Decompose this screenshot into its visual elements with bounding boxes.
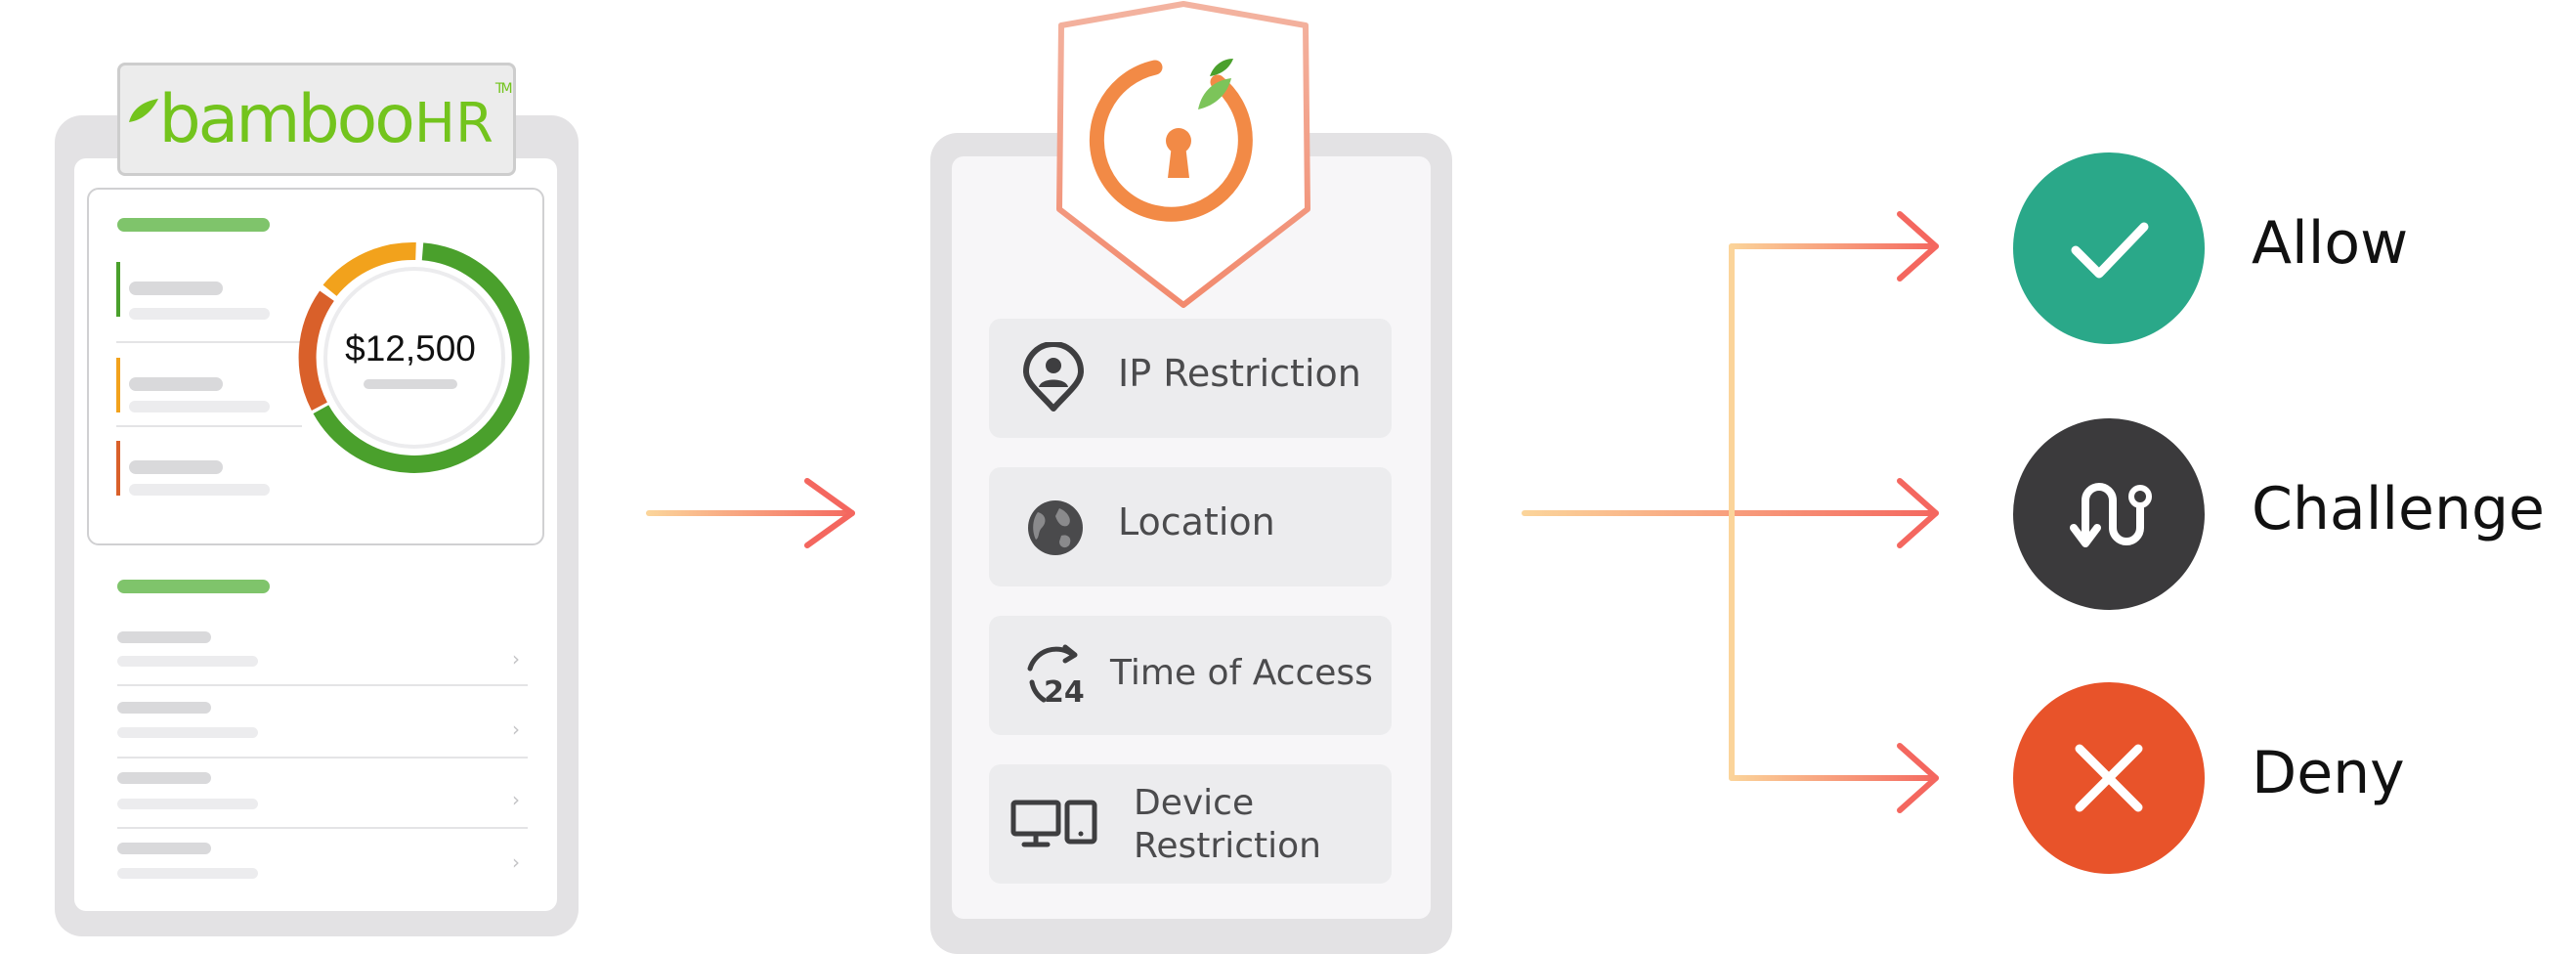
legend-value-placeholder — [129, 484, 270, 496]
amount-caption-placeholder — [364, 379, 457, 389]
list-heading-placeholder — [117, 580, 270, 593]
rule-label: IP Restriction — [1118, 352, 1361, 395]
rule-time-of-access[interactable] — [989, 616, 1392, 735]
chevron-right-icon[interactable]: › — [512, 717, 520, 741]
outcome-label: Challenge — [2252, 475, 2545, 543]
outcome-label: Deny — [2252, 739, 2405, 807]
24-hour-icon: 24 — [1027, 644, 1085, 708]
divider — [117, 827, 528, 829]
list-item-subtitle-placeholder — [117, 868, 258, 879]
keyhole-lock-icon — [1089, 59, 1253, 222]
list-item-title-placeholder — [117, 631, 211, 643]
legend-bar-green — [116, 262, 120, 317]
panel-heading-placeholder — [117, 218, 270, 232]
legend-bar-orange — [116, 358, 120, 412]
compensation-donut-chart — [298, 241, 530, 473]
outcome-label: Allow — [2252, 209, 2409, 278]
list-item-subtitle-placeholder — [117, 799, 258, 809]
location-pin-user-icon — [1023, 342, 1084, 412]
list-item-subtitle-placeholder — [117, 656, 258, 667]
rule-ip-restriction[interactable] — [989, 319, 1392, 438]
divider — [117, 684, 528, 686]
chevron-right-icon[interactable]: › — [512, 647, 520, 671]
shield-badge — [1056, 1, 1310, 308]
donut-segment-orange — [322, 241, 416, 297]
legend-value-placeholder — [129, 401, 270, 412]
divider — [116, 341, 302, 343]
rule-label-line: Restriction — [1134, 826, 1321, 866]
list-item-title-placeholder — [117, 772, 211, 784]
monitor-tablet-icon — [1010, 800, 1097, 847]
divider — [117, 757, 528, 759]
donut-segment-green — [313, 242, 530, 473]
rule-label-line: Device — [1134, 783, 1255, 823]
donut-segment-red — [298, 290, 334, 411]
leaf-icon — [129, 99, 159, 122]
divider — [116, 425, 302, 427]
rule-label: Location — [1118, 500, 1275, 543]
compensation-amount: $12,500 — [345, 328, 476, 369]
rule-label: Time of Access — [1110, 653, 1373, 693]
bamboohr-logo-text: bambooHRTM — [158, 80, 512, 158]
arrow-to-policy — [646, 478, 855, 548]
chevron-right-icon[interactable]: › — [512, 788, 520, 811]
chevron-right-icon[interactable]: › — [512, 850, 520, 874]
outcome-challenge-badge — [2013, 418, 2205, 610]
legend-label-placeholder — [129, 460, 223, 474]
close-icon — [2075, 744, 2143, 812]
outcome-allow-badge — [2013, 152, 2205, 344]
list-item-title-placeholder — [117, 843, 211, 854]
legend-label-placeholder — [129, 282, 223, 295]
legend-value-placeholder — [129, 308, 270, 320]
legend-label-placeholder — [129, 377, 223, 391]
svg-text:24: 24 — [1044, 675, 1085, 708]
bamboohr-logo: bambooHRTM — [117, 63, 516, 176]
list-item-subtitle-placeholder — [117, 727, 258, 738]
globe-icon — [1028, 500, 1083, 555]
legend-bar-red — [116, 441, 120, 496]
route-icon — [2070, 483, 2152, 547]
outcome-deny-badge — [2013, 682, 2205, 874]
rule-label: Device Restriction — [1134, 782, 1321, 868]
check-icon — [2071, 222, 2149, 279]
arrows-to-outcomes — [1522, 211, 1939, 813]
list-item-title-placeholder — [117, 702, 211, 714]
